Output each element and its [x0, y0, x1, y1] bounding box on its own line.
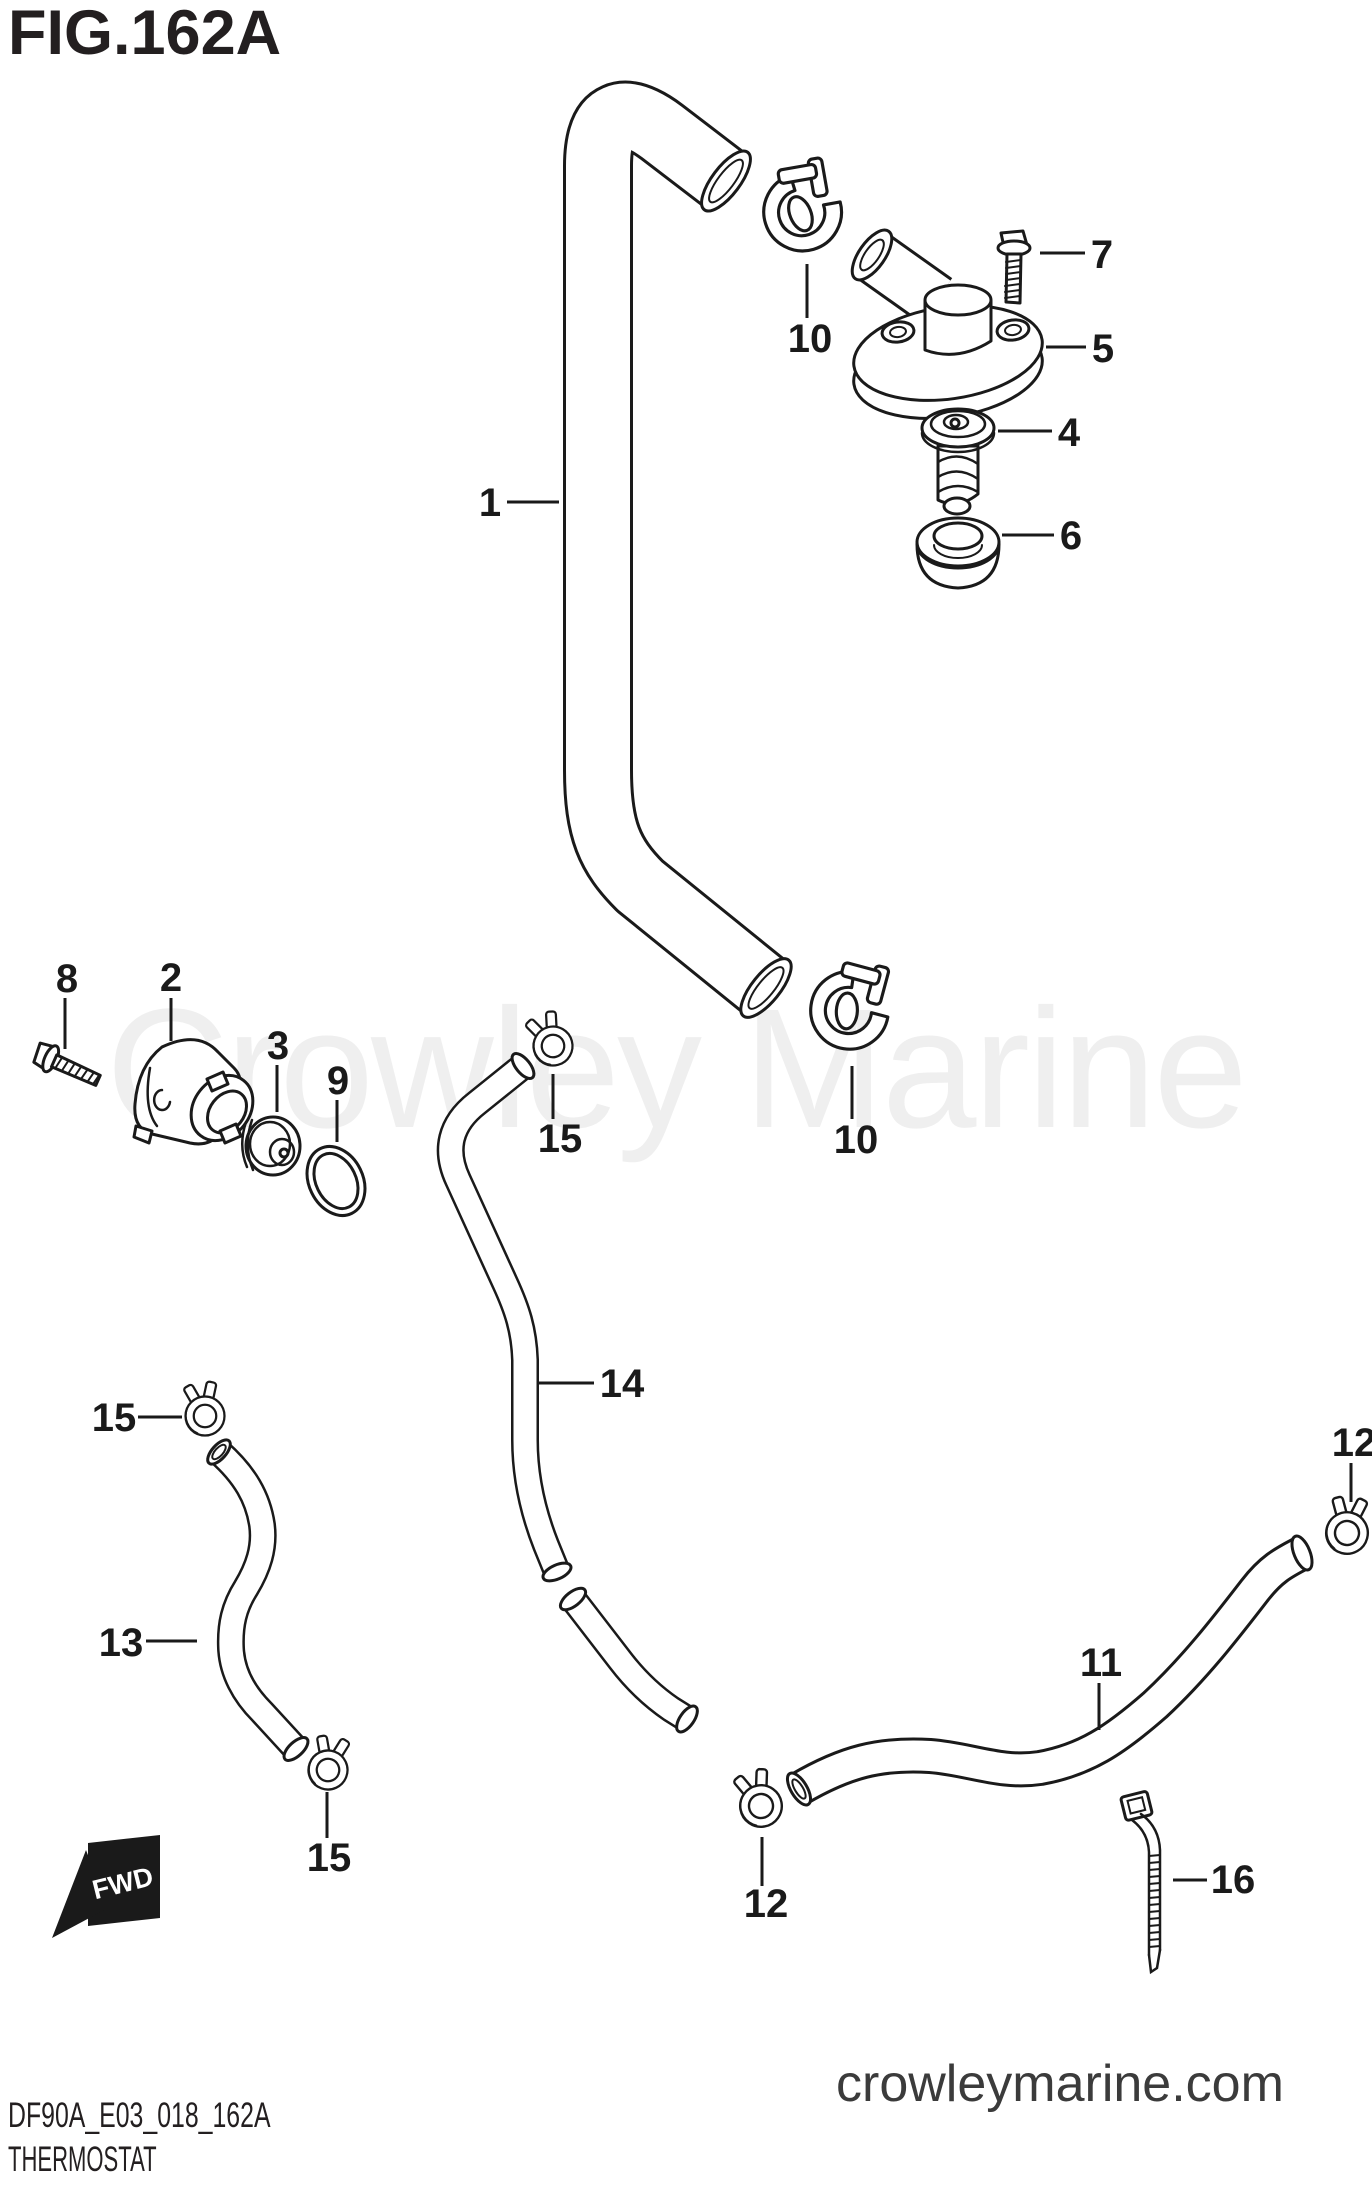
part-label-10[interactable]: 10 [788, 317, 833, 361]
clamp-15-top-left [182, 1380, 226, 1437]
clamp-10-mid [798, 949, 909, 1060]
bolt-8 [32, 1041, 102, 1087]
clamp-15-mid [521, 1006, 579, 1072]
hose-1 [563, 80, 793, 1019]
part-label-15[interactable]: 15 [538, 1117, 583, 1161]
part-label-3[interactable]: 3 [267, 1024, 289, 1068]
part-label-1[interactable]: 1 [479, 481, 501, 525]
figure-title: FIG.162A [8, 0, 282, 68]
hose-11 [785, 1534, 1314, 1807]
part-label-15[interactable]: 15 [307, 1836, 352, 1880]
hose-14 [436, 1052, 699, 1734]
thermostat-cover [850, 228, 1044, 420]
diagram-name: THERMOSTAT [8, 2140, 157, 2179]
part-label-8[interactable]: 8 [56, 957, 78, 1001]
clamp-12-left [730, 1764, 787, 1832]
labels-layer: 1 7 54 6 10 10 15 2 8 39 14 13 15 15 12 12 11 16 [56, 233, 1372, 1926]
part-label-13[interactable]: 13 [99, 1621, 144, 1665]
part-label-14[interactable]: 14 [600, 1362, 645, 1406]
part-label-5[interactable]: 5 [1092, 327, 1114, 371]
site-name: crowleymarine.com [836, 2055, 1284, 2113]
part-label-15[interactable]: 15 [92, 1396, 137, 1440]
part-label-11[interactable]: 11 [1080, 1641, 1122, 1685]
outlet-housing [132, 1038, 255, 1146]
cap-3 [241, 1115, 302, 1177]
watermark-text: Crowley Marine [106, 974, 1248, 1164]
bolt-7 [996, 229, 1032, 305]
thermostat [920, 407, 996, 516]
part-label-6[interactable]: 6 [1060, 514, 1082, 558]
clamp-12-right [1317, 1489, 1372, 1560]
part-label-10[interactable]: 10 [834, 1118, 879, 1162]
cable-tie [1119, 1790, 1162, 1975]
seal-ring [915, 516, 1001, 590]
o-ring [305, 1145, 367, 1217]
part-label-9[interactable]: 9 [327, 1059, 349, 1103]
clamp-15-bottom [299, 1728, 360, 1797]
drawing-code: DF90A_E03_018_162A [8, 2096, 271, 2135]
part-label-2[interactable]: 2 [160, 956, 182, 1000]
part-label-4[interactable]: 4 [1058, 411, 1081, 455]
clamp-10-top [740, 142, 867, 269]
part-label-12[interactable]: 12 [1332, 1421, 1372, 1465]
part-label-12[interactable]: 12 [744, 1882, 789, 1926]
fwd-marker: FWD [52, 1835, 160, 1938]
part-label-7[interactable]: 7 [1091, 233, 1113, 277]
hose-13 [206, 1438, 310, 1762]
part-label-16[interactable]: 16 [1211, 1858, 1256, 1902]
